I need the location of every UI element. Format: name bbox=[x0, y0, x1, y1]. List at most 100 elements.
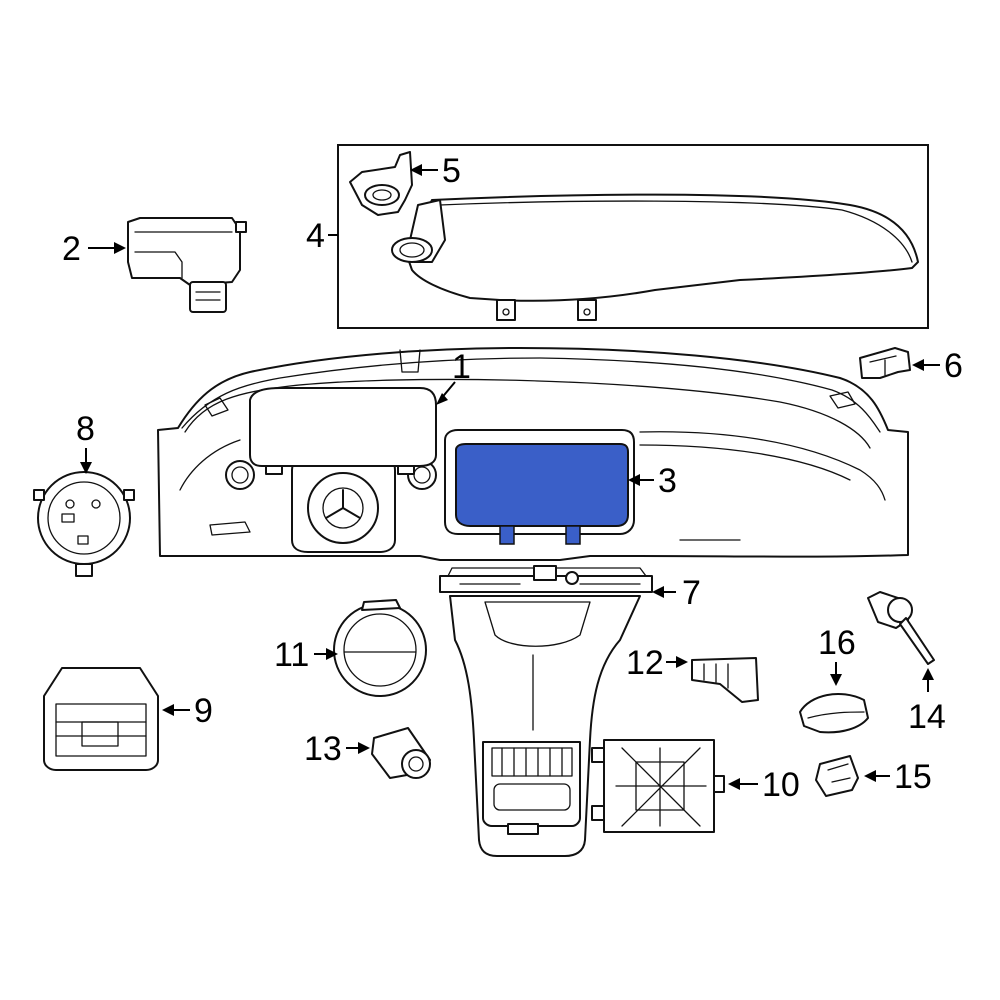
arrowhead-16 bbox=[830, 674, 842, 686]
module-connector-lines bbox=[195, 291, 221, 301]
part-7-control-strip bbox=[439, 565, 653, 593]
dash-lower-left-slot bbox=[209, 521, 251, 536]
vent-vane-lines bbox=[55, 721, 147, 737]
bezel-inner bbox=[343, 613, 417, 687]
switch-knob-center bbox=[408, 756, 424, 772]
upper-dash-cover bbox=[404, 193, 919, 302]
switch-knob bbox=[401, 749, 431, 779]
part-1-cluster-display bbox=[249, 387, 437, 467]
star-logo bbox=[325, 489, 361, 519]
callout-4: 4 bbox=[306, 217, 325, 255]
center-console bbox=[449, 595, 641, 857]
part-4-inset bbox=[337, 144, 929, 329]
console-rear-vent-slats bbox=[501, 747, 563, 777]
arrowhead-10 bbox=[728, 778, 740, 790]
tweeter-grille-inner bbox=[372, 189, 392, 201]
module-ridge bbox=[134, 231, 233, 279]
lever-arm bbox=[899, 617, 935, 665]
callout-2: 2 bbox=[62, 230, 81, 268]
cover-edge bbox=[807, 711, 865, 719]
dash-left-trim bbox=[179, 439, 241, 491]
vent-opening bbox=[55, 703, 147, 757]
tab-hole-left bbox=[502, 308, 510, 316]
tweeter-grille bbox=[364, 184, 400, 206]
sensor-detail bbox=[827, 763, 851, 783]
lever-ring bbox=[887, 597, 913, 623]
box-mount-left-bottom bbox=[591, 805, 605, 821]
box-cross-lines bbox=[615, 747, 707, 827]
callout-labels: 1 2 3 4 5 6 7 8 9 10 11 12 13 14 15 16 bbox=[62, 152, 963, 804]
part-14-lever bbox=[867, 591, 935, 665]
callout-11: 11 bbox=[274, 636, 309, 674]
leader-lines bbox=[80, 164, 940, 790]
vent-housing bbox=[43, 667, 159, 771]
upper-dash-tab-right bbox=[577, 299, 597, 321]
bracket-ribs bbox=[703, 663, 729, 689]
callout-5: 5 bbox=[442, 152, 461, 190]
console-rear-vent bbox=[491, 747, 573, 777]
bezel-clip bbox=[361, 599, 401, 611]
part-8-round-switch bbox=[33, 471, 135, 577]
upper-dash-edge bbox=[439, 200, 913, 263]
console-rear-tray bbox=[493, 783, 571, 811]
round-switch-button-c bbox=[61, 513, 75, 523]
inset-frame bbox=[337, 144, 929, 329]
arrowhead-6 bbox=[912, 359, 924, 371]
arrowhead-13 bbox=[358, 742, 370, 754]
arrowhead-7 bbox=[652, 586, 664, 598]
part-15-sensor bbox=[815, 755, 859, 797]
callout-12: 12 bbox=[626, 644, 664, 682]
module-connector bbox=[189, 281, 227, 313]
console-inner-contour bbox=[484, 601, 591, 647]
part-10-box bbox=[591, 739, 725, 833]
callout-6: 6 bbox=[944, 347, 963, 385]
callout-1: 1 bbox=[452, 348, 471, 386]
box-mount-left-top bbox=[591, 747, 605, 763]
callout-16: 16 bbox=[818, 624, 856, 662]
dash-right-vent bbox=[829, 391, 856, 409]
central-display-screen bbox=[455, 443, 629, 527]
round-switch-tab-bottom bbox=[75, 563, 93, 577]
dash-vent-slot bbox=[399, 349, 421, 373]
round-switch-button-b bbox=[91, 499, 101, 509]
dash-left-vent-round bbox=[225, 460, 255, 490]
round-switch-button-a bbox=[65, 499, 75, 509]
dash-left-vent bbox=[204, 397, 229, 417]
dash-top-edge bbox=[181, 357, 881, 433]
dash-upper-contour bbox=[184, 378, 871, 449]
arrowhead-2 bbox=[114, 242, 126, 254]
arrowhead-14 bbox=[922, 668, 934, 680]
round-switch-tab-left bbox=[33, 489, 45, 501]
module-tab bbox=[235, 221, 247, 233]
star-logo-ring bbox=[322, 487, 364, 529]
arrowhead-12 bbox=[676, 656, 688, 668]
arrowhead-8 bbox=[80, 462, 92, 474]
arrowhead-5 bbox=[410, 164, 422, 176]
bezel-outer bbox=[333, 603, 427, 697]
callout-15: 15 bbox=[894, 758, 932, 796]
control-strip-center-switch bbox=[533, 565, 557, 581]
arrowhead-3 bbox=[628, 474, 640, 486]
control-strip-knob bbox=[565, 571, 579, 585]
part-2-module bbox=[127, 217, 247, 313]
display-mount-left bbox=[499, 525, 515, 545]
upper-dash-speaker bbox=[391, 237, 433, 263]
clip-detail bbox=[869, 355, 897, 376]
sensor-body bbox=[815, 755, 859, 797]
display-mount-right bbox=[565, 525, 581, 545]
dash-left-vent-round-inner bbox=[231, 466, 249, 484]
arrowhead-1 bbox=[436, 393, 448, 405]
part-11-round-bezel bbox=[333, 599, 427, 697]
upper-dash-speaker-inner bbox=[399, 242, 425, 258]
round-switch-outer bbox=[37, 471, 131, 565]
dash-right-trim bbox=[639, 431, 886, 501]
dash-right-trim-lower bbox=[639, 444, 851, 481]
callout-3: 3 bbox=[658, 462, 677, 500]
arrowhead-15 bbox=[864, 770, 876, 782]
arrowhead-11 bbox=[326, 648, 338, 660]
module-body bbox=[127, 217, 241, 286]
cluster-display-housing bbox=[249, 387, 437, 467]
console-usb-port bbox=[507, 823, 539, 835]
callout-8: 8 bbox=[76, 410, 95, 448]
callout-13: 13 bbox=[304, 730, 342, 768]
